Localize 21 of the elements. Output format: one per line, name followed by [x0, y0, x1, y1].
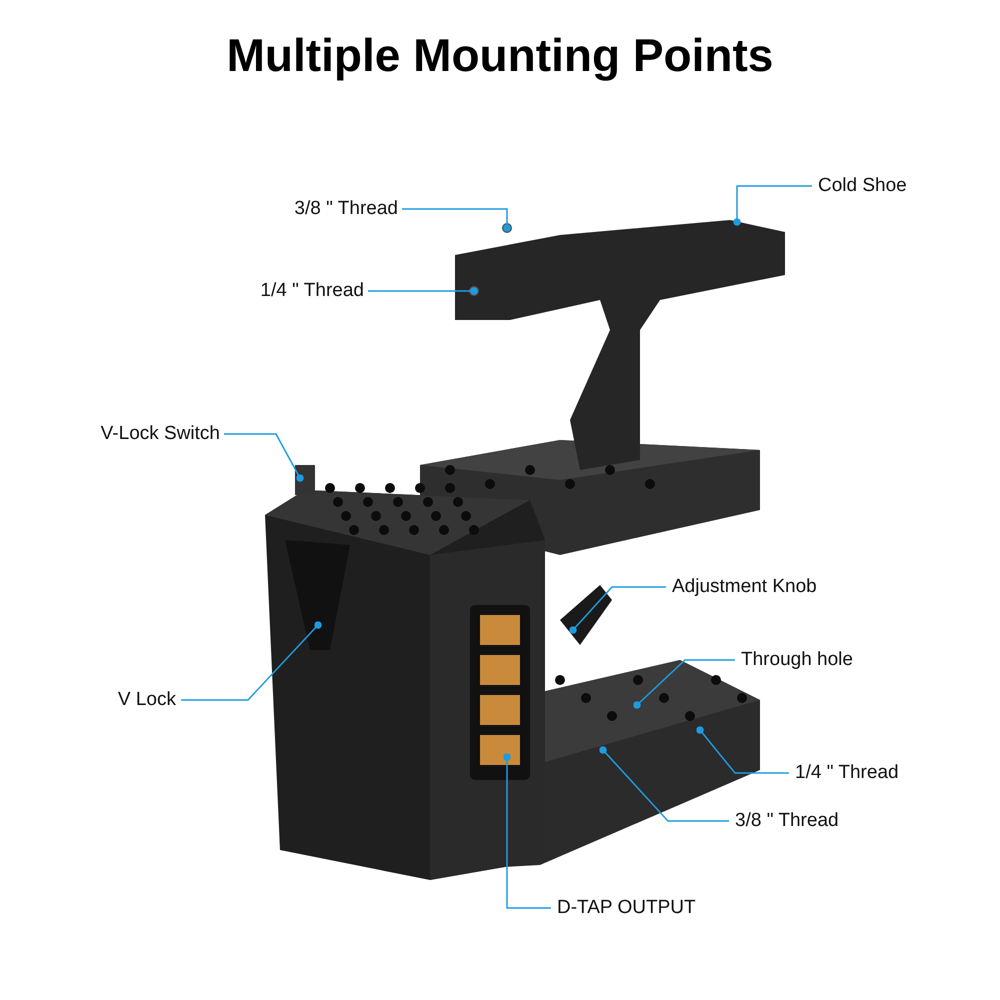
callout-label: 1/4 " Thread	[795, 761, 899, 785]
leader-line	[733, 185, 812, 226]
callout-label: 1/4 " Thread	[260, 279, 364, 303]
leader-line	[569, 586, 666, 634]
callout-label: D-TAP OUTPUT	[557, 896, 696, 920]
leader-line	[633, 659, 735, 709]
leader-line	[503, 753, 551, 909]
title: Multiple Mounting Points	[226, 28, 774, 82]
callout-label: 3/8 " Thread	[294, 197, 398, 221]
callout-label: V-Lock Switch	[100, 422, 220, 446]
callout-label: Adjustment Knob	[672, 575, 817, 599]
callout-label: 3/8 " Thread	[735, 809, 839, 833]
leader-line	[599, 746, 729, 822]
callout-label: Cold Shoe	[818, 174, 907, 198]
callout-label: V Lock	[118, 688, 176, 712]
callout-label: Through hole	[741, 648, 853, 672]
leader-line	[181, 621, 322, 701]
leader-line	[224, 433, 304, 482]
leader-line	[402, 208, 511, 232]
leader-line	[696, 726, 789, 774]
leader-line	[368, 287, 478, 295]
